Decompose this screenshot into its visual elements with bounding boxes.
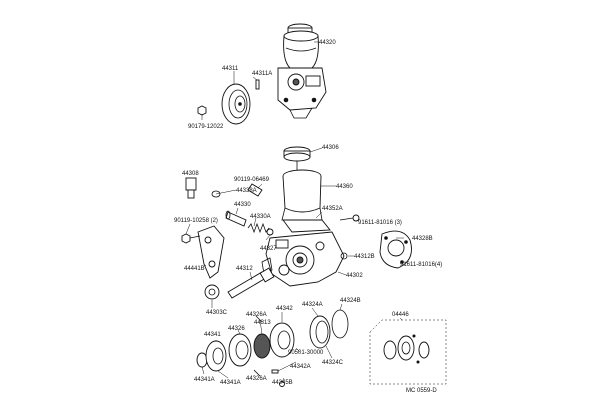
label-44342a: 44342A (290, 364, 311, 370)
label-44324b: 44324B (340, 298, 361, 304)
diagram-code: MC 0559-D (406, 388, 437, 394)
part-labels: 44320 44311 44311A 90179-12022 44306 443… (174, 40, 442, 394)
label-04446: 04446 (392, 312, 409, 318)
label-90179-12022: 90179-12022 (188, 124, 224, 130)
label-44338a: 44338A (236, 188, 257, 194)
pump-assembly-top (197, 23, 327, 125)
label-44324c: 44324C (322, 360, 344, 366)
label-44341: 44341 (204, 332, 221, 338)
label-44327: 44327 (260, 246, 277, 252)
label-44324a: 44324A (302, 302, 323, 308)
label-44313: 44313 (254, 320, 271, 326)
label-44330a: 44330A (250, 214, 271, 220)
leader-lines (185, 41, 404, 383)
label-44320: 44320 (319, 40, 336, 46)
label-91611-81016-3: 91611-81016 (3) (358, 220, 402, 226)
label-44311: 44311 (222, 66, 239, 72)
label-44311a: 44311A (252, 71, 272, 77)
label-90119-06469: 90119-06469 (234, 177, 270, 183)
label-44441b: 44441B (184, 266, 205, 272)
label-44341a: 44341A (194, 377, 215, 383)
label-44342: 44342 (276, 306, 293, 312)
label-44302: 44302 (346, 273, 363, 279)
label-90501-30000: 90501-30000 (288, 350, 324, 356)
label-91611-81016-4: 91611-81016(4) (400, 262, 442, 268)
label-44360: 44360 (336, 184, 353, 190)
label-90119-10258: 90119-10258 (2) (174, 218, 218, 224)
label-44308: 44308 (182, 171, 199, 177)
label-44306: 44306 (322, 145, 339, 151)
label-44326: 44326 (228, 326, 245, 332)
label-44328b: 44328B (412, 236, 433, 242)
label-44303c: 44303C (206, 310, 228, 316)
label-44312: 44312 (236, 266, 253, 272)
label-44341a-bottom: 44341A (220, 380, 241, 386)
label-44326a-top: 44326A (246, 312, 267, 318)
pump-internals-bottom (196, 309, 447, 387)
label-44352a: 44352A (322, 206, 343, 212)
label-44312b: 44312B (354, 254, 375, 260)
label-44326a-bottom: 44326A (246, 376, 267, 382)
label-44330: 44330 (234, 202, 251, 208)
label-44345b: 44345B (272, 380, 293, 386)
pump-assembly-middle (181, 146, 412, 300)
